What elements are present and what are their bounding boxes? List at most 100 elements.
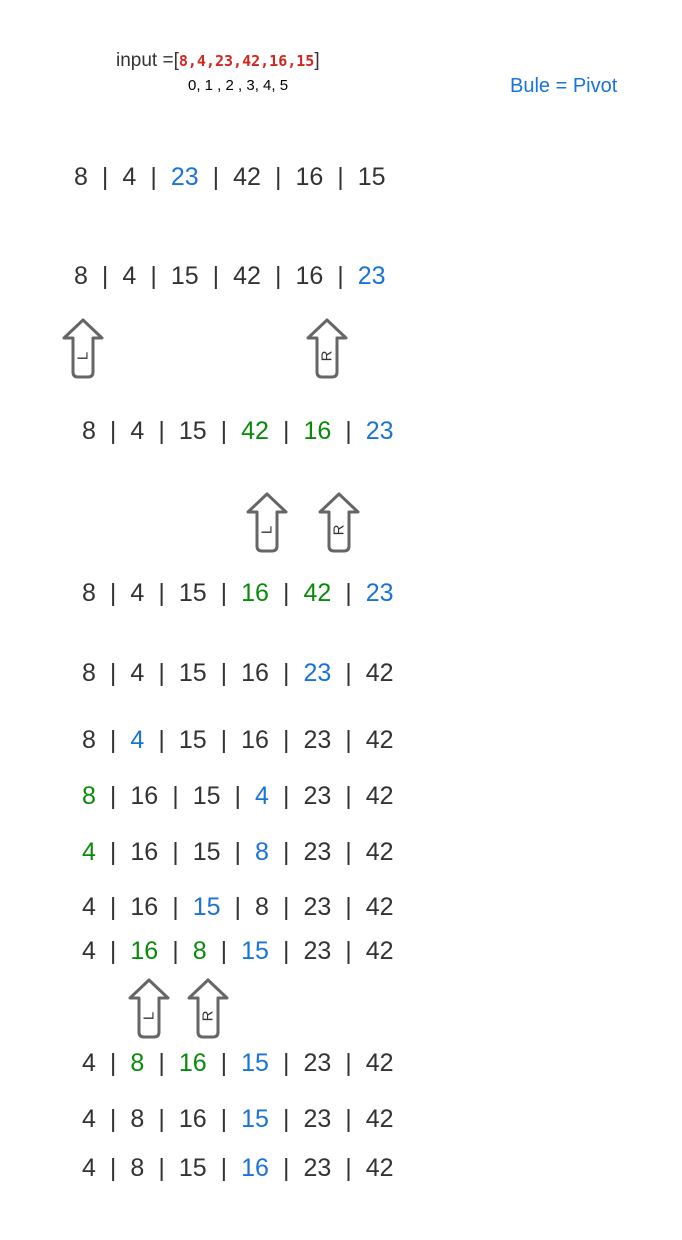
array-cell: 4 [130,579,145,607]
array-cell: 42 [241,417,269,445]
cell-separator: | [282,1154,290,1182]
cell-separator: | [274,262,282,290]
cell-separator: | [109,937,117,965]
array-cell: 4 [130,417,145,445]
cell-separator: | [158,579,165,607]
cell-separator: | [220,417,228,445]
array-cell: 42 [365,726,394,754]
cell-separator: | [220,1105,228,1133]
array-cell: 8 [130,1049,145,1077]
arrow-label: R [319,350,336,361]
array-cell: 16 [130,782,159,810]
array-cell: 8 [192,937,207,965]
cell-separator: | [337,262,344,290]
array-cell: 15 [241,1105,269,1133]
array-cell: 42 [365,659,394,687]
array-cell: 8 [82,726,96,754]
cell-separator: | [109,579,117,607]
cell-separator: | [220,659,228,687]
cell-separator: | [345,1049,352,1077]
array-cell: 4 [82,1049,96,1077]
array-cell: 4 [122,262,137,290]
left-pointer-arrow-icon: L [128,978,170,1045]
array-cell: 15 [192,838,221,866]
array-cell: 16 [241,659,269,687]
cell-separator: | [172,782,179,810]
array-cell: 4 [82,1154,96,1182]
array-cell: 16 [130,937,159,965]
array-step-row: 8|4|15|16|42|23 [82,579,394,608]
array-cell: 23 [303,1154,332,1182]
cell-separator: | [282,937,290,965]
cell-separator: | [220,1154,228,1182]
cell-separator: | [345,1154,352,1182]
array-cell: 15 [178,1154,207,1182]
cell-separator: | [220,726,228,754]
cell-separator: | [282,838,290,866]
array-cell: 23 [303,937,332,965]
array-cell: 8 [82,782,96,810]
cell-separator: | [109,893,117,921]
array-cell: 15 [178,726,207,754]
array-cell: 42 [233,262,261,290]
array-step-row: 8|4|15|42|16|23 [82,417,394,446]
array-cell: 16 [295,262,324,290]
array-cell: 15 [192,782,221,810]
close-bracket: ] [314,50,320,71]
array-cell: 23 [357,262,386,290]
arrow-label: L [75,352,92,360]
array-cell: 42 [365,1154,394,1182]
left-pointer-arrow-icon: L [62,318,104,385]
cell-separator: | [158,1154,165,1182]
array-cell: 23 [365,579,394,607]
cell-separator: | [109,1105,117,1133]
cell-separator: | [212,262,220,290]
cell-separator: | [212,163,220,191]
array-cell: 23 [303,893,332,921]
cell-separator: | [158,1049,165,1077]
cell-separator: | [109,782,117,810]
array-cell: 16 [178,1049,207,1077]
array-step-row: 4|8|15|16|23|42 [82,1154,394,1183]
array-cell: 4 [82,937,96,965]
array-step-row: 8|4|15|16|23|42 [82,726,394,755]
cell-separator: | [282,782,290,810]
arrow-label: R [331,524,348,535]
cell-separator: | [345,659,352,687]
array-step-row: 8|4|23|42|16|15 [74,163,386,192]
array-step-row: 8|16|15|4|23|42 [82,782,394,811]
arrow-label: L [141,1012,158,1020]
array-cell: 23 [365,417,394,445]
cell-separator: | [158,1105,165,1133]
array-cell: 16 [303,417,332,445]
cell-separator: | [345,1105,352,1133]
array-cell: 8 [74,262,88,290]
array-cell: 15 [178,417,207,445]
index-labels: 0, 1 , 2 , 3, 4, 5 [188,77,289,94]
array-cell: 15 [178,659,207,687]
array-cell: 23 [303,1105,332,1133]
array-cell: 42 [365,838,394,866]
cell-separator: | [150,163,157,191]
cell-separator: | [282,1105,290,1133]
array-cell: 15 [241,937,269,965]
cell-separator: | [274,163,282,191]
array-cell: 42 [365,1105,394,1133]
cell-separator: | [220,1049,228,1077]
array-cell: 15 [178,579,207,607]
cell-separator: | [337,163,344,191]
cell-separator: | [158,417,165,445]
cell-separator: | [101,262,109,290]
arrow-label: L [259,526,276,534]
input-array-label: input =[8,4,23,42,16,15] [116,50,320,72]
array-cell: 42 [365,782,394,810]
array-cell: 16 [130,838,159,866]
input-values: 8,4,23,42,16,15 [178,52,315,70]
array-cell: 4 [130,726,145,754]
array-cell: 15 [192,893,221,921]
right-pointer-arrow-icon: R [318,492,360,559]
array-cell: 16 [130,893,159,921]
cell-separator: | [220,579,228,607]
cell-separator: | [345,579,352,607]
cell-separator: | [282,726,290,754]
